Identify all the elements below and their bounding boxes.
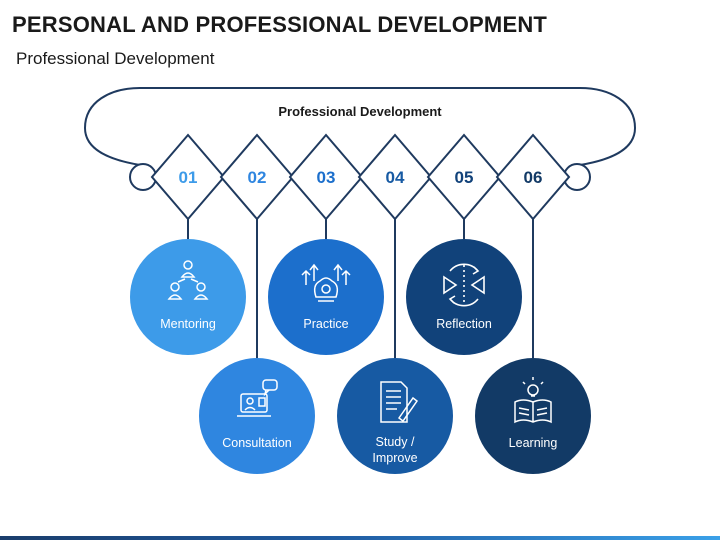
step-circle xyxy=(337,358,453,474)
step-number: 02 xyxy=(248,168,267,187)
loop-title: Professional Development xyxy=(278,104,442,119)
step-label: Reflection xyxy=(436,317,492,331)
step-number: 01 xyxy=(179,168,198,187)
step-label: Practice xyxy=(303,317,348,331)
people-network-icon xyxy=(167,260,209,300)
step-circle xyxy=(130,239,246,355)
step-label: Improve xyxy=(372,451,417,465)
step-number: 05 xyxy=(455,168,474,187)
step-label: Learning xyxy=(509,436,558,450)
brain-gear-icon xyxy=(301,263,351,302)
step-number: 06 xyxy=(524,168,543,187)
step-label: Study / xyxy=(376,435,415,449)
step-number: 03 xyxy=(317,168,336,187)
book-lightbulb-icon xyxy=(514,377,552,424)
step-number: 04 xyxy=(386,168,405,187)
step-label: Mentoring xyxy=(160,317,216,331)
loop-outline xyxy=(83,87,637,166)
step-label: Consultation xyxy=(222,436,292,450)
footer-color-bar xyxy=(0,536,720,540)
document-pen-icon xyxy=(380,381,419,423)
page-subtitle: Professional Development xyxy=(16,49,215,68)
reflection-arrows-icon xyxy=(443,263,485,307)
page-title: PERSONAL AND PROFESSIONAL DEVELOPMENT xyxy=(12,12,548,37)
video-consultation-icon xyxy=(237,379,278,417)
